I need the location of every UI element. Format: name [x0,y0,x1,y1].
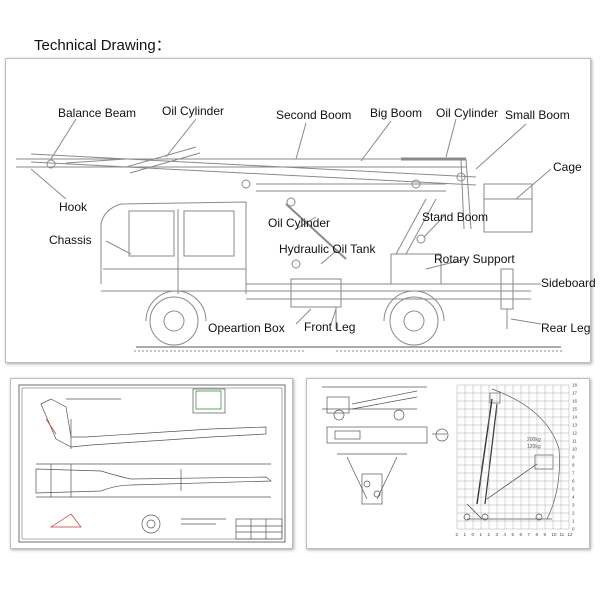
label-sideboard: Sideboard [541,276,596,290]
label-chassis: Chassis [49,233,92,247]
y-tick-label: 15 [572,407,578,412]
label-rotary-support: Rotary Support [434,252,515,266]
truck-drawing-panel: Balance Beam Oil Cylinder Second Boom Bi… [5,58,596,363]
label-balance-beam: Balance Beam [58,106,137,120]
y-tick-label: 16 [572,399,578,404]
boom-part-drawing [18,384,286,543]
cad-sheet-panel [10,378,293,549]
page-title: Technical Drawing： [34,37,171,54]
label-hydraulic-oil-tank: Hydraulic Oil Tank [279,242,376,256]
y-tick-label: 14 [572,415,578,420]
x-tick-label: 5 [512,532,515,537]
label-cage: Cage [553,160,582,174]
y-tick-label: 17 [572,391,578,396]
x-tick-label: 9 [544,532,547,537]
y-tick-label: 8 [572,463,575,468]
label-stand-boom: Stand Boom [422,210,489,224]
label-operation-box: Opeartion Box [208,321,285,335]
label-hook: Hook [59,200,88,214]
label-oil-cylinder-1: Oil Cylinder [162,104,225,118]
y-tick-label: 1 [572,519,575,524]
x-tick-label: 3 [496,532,499,537]
label-oil-cylinder-2: Oil Cylinder [436,106,499,120]
working-range-drawing: 200kg 120kg 1817161514131211109876543210… [322,383,578,537]
x-tick-label: 11 [560,532,565,537]
y-tick-label: 4 [572,495,575,500]
label-big-boom: Big Boom [370,106,423,120]
x-tick-label: 6 [520,532,523,537]
y-tick-label: 0 [572,527,575,532]
x-tick-label: 2 [488,532,491,537]
y-tick-label: 7 [572,471,575,476]
truck-line-drawing [16,118,562,352]
label-second-boom: Second Boom [276,108,352,122]
x-tick-label: 12 [568,532,574,537]
load-label-200: 200kg [527,437,541,443]
x-tick-label: 8 [536,532,539,537]
y-tick-label: 10 [572,447,578,452]
y-tick-label: 18 [572,383,578,388]
y-tick-label: 9 [572,455,575,460]
label-oil-cylinder-3: Oil Cylinder [268,216,331,230]
x-tick-label: 10 [552,532,558,537]
load-label-120: 120kg [527,444,541,450]
x-tick-label: 0 [472,532,475,537]
y-tick-label: 12 [572,431,578,436]
y-tick-label: 13 [572,423,578,428]
y-tick-label: 11 [572,439,577,444]
label-rear-leg: Rear Leg [541,321,591,335]
label-small-boom: Small Boom [505,108,570,122]
x-tick-label: 7 [528,532,531,537]
label-front-leg: Front Leg [304,320,356,334]
y-tick-label: 5 [572,487,575,492]
x-tick-label: 1 [464,532,467,537]
x-tick-label: 1 [480,532,483,537]
y-tick-label: 2 [572,511,575,516]
y-tick-label: 6 [572,479,575,484]
y-tick-label: 3 [572,503,575,508]
x-tick-label: 2 [456,532,459,537]
x-tick-label: 4 [504,532,507,537]
